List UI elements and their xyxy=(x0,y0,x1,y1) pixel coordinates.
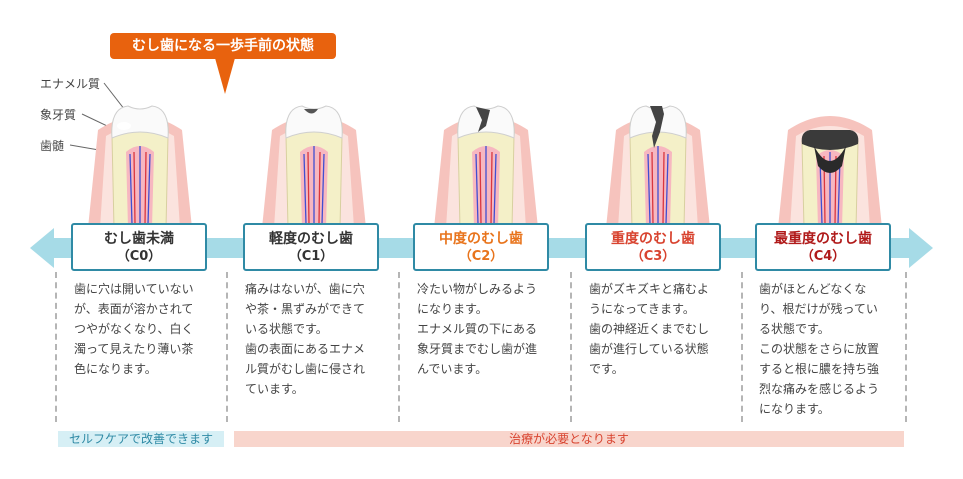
vessels xyxy=(651,151,665,225)
nerves xyxy=(475,146,497,226)
stage-box-c1: 軽度のむし歯 （C1） xyxy=(243,223,379,271)
label-pulp: 歯髄 xyxy=(40,139,65,153)
stage-code: （C0） xyxy=(116,249,162,264)
cavity xyxy=(814,146,846,173)
treatment-needed-band: 治療が必要となります xyxy=(234,431,904,447)
stage-code: （C1） xyxy=(288,249,334,264)
white-spot xyxy=(117,122,131,130)
stage-name: むし歯未満 xyxy=(104,231,174,247)
column-divider xyxy=(226,272,228,422)
tooth-c2-illustration xyxy=(434,105,538,228)
stage-code: （C3） xyxy=(630,249,676,264)
tooth-c3-illustration xyxy=(606,105,710,228)
stage-description-c3: 歯がズキズキと痛むよ うになってきます。 歯の神経近くまでむし 歯が進行している… xyxy=(589,282,710,376)
column-divider xyxy=(741,272,743,422)
tooth-c1-illustration xyxy=(262,105,366,228)
nerves xyxy=(129,146,151,226)
enamel xyxy=(111,105,169,139)
column-divider xyxy=(55,272,57,422)
enamel xyxy=(285,105,343,139)
nerves xyxy=(647,146,669,226)
column-divider xyxy=(570,272,572,422)
nerves xyxy=(303,146,325,226)
label-enamel: エナメル質 xyxy=(40,77,101,91)
cavity xyxy=(304,109,318,114)
tooth-c4-illustration xyxy=(778,116,882,228)
stage-box-c0: むし歯未満 （C0） xyxy=(71,223,207,271)
timeline-arrow-right xyxy=(909,228,933,268)
self-care-band: セルフケアで改善できます xyxy=(58,431,224,447)
timeline-arrow-left xyxy=(30,228,54,268)
tooth-c0-illustration xyxy=(88,105,192,228)
stage-box-c2: 中度のむし歯 （C2） xyxy=(413,223,549,271)
callout-pointer xyxy=(215,58,235,94)
pre-cavity-callout: むし歯になる一歩手前の状態 xyxy=(110,33,336,59)
stage-name: 中度のむし歯 xyxy=(439,231,523,247)
stage-name: 軽度のむし歯 xyxy=(269,231,353,247)
stage-description-c0: 歯に穴は開いていない が、表面が溶かされて つやがなくなり、白く 濁って見えたり… xyxy=(74,282,194,376)
stage-code: （C4） xyxy=(800,249,846,264)
vessels xyxy=(479,151,493,225)
cavity xyxy=(476,107,490,132)
column-divider xyxy=(905,272,907,422)
stage-description-c2: 冷たい物がしみるよう になります。 エナメル質の下にある 象牙質までむし歯が進 … xyxy=(417,282,538,376)
stage-description-c4: 歯がほとんどなくな り、根だけが残ってい る状態です。 この状態をさらに放置 す… xyxy=(759,282,880,416)
stage-description-c1: 痛みはないが、歯に穴 や茶・黒ずみができて いる状態です。 歯の表面にあるエナメ… xyxy=(245,282,366,396)
stage-name: 最重度のむし歯 xyxy=(774,231,872,247)
label-dentin: 象牙質 xyxy=(40,108,77,122)
column-divider xyxy=(398,272,400,422)
stage-box-c3: 重度のむし歯 （C3） xyxy=(585,223,721,271)
vessels xyxy=(307,151,321,225)
vessels xyxy=(133,151,147,225)
stage-box-c4: 最重度のむし歯 （C4） xyxy=(755,223,891,271)
stage-code: （C2） xyxy=(458,249,504,264)
cavity xyxy=(650,106,664,148)
stage-name: 重度のむし歯 xyxy=(611,231,695,247)
decayed-crown xyxy=(801,130,859,150)
